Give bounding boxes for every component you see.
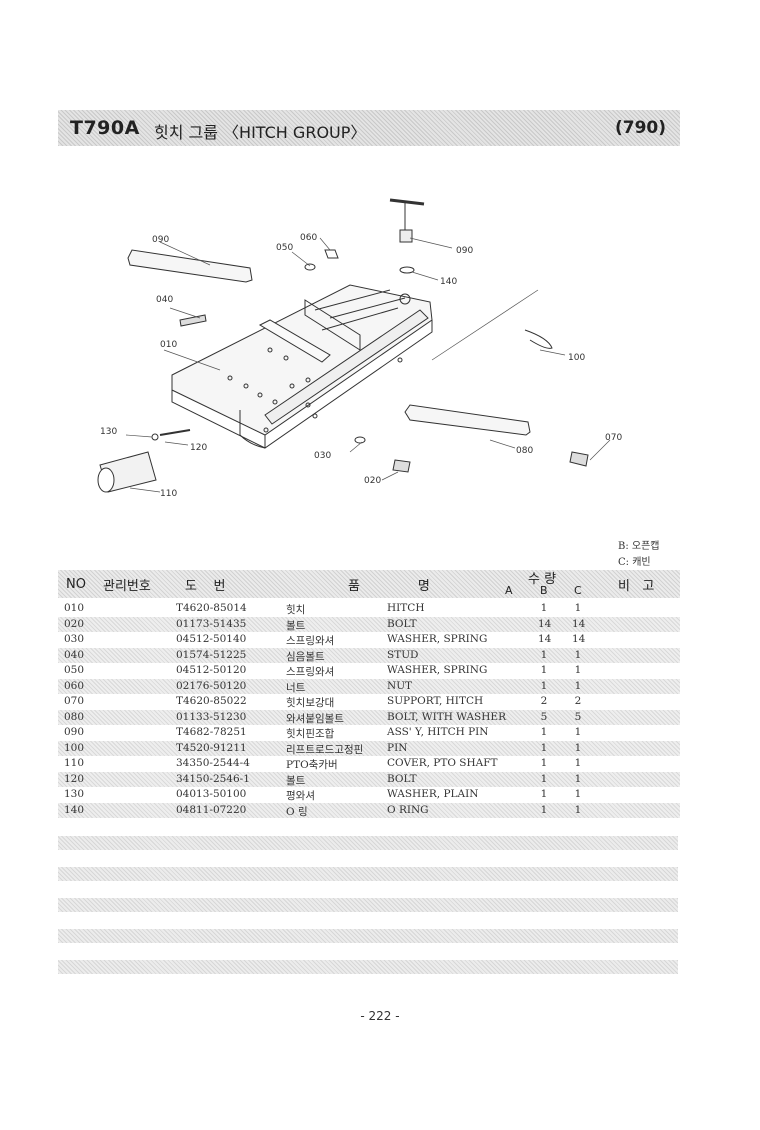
hitch-frame: [171, 284, 433, 436]
callout-100: 100: [568, 353, 585, 363]
page-number: - 222 -: [360, 1009, 400, 1023]
header-qty-a: A: [505, 584, 513, 597]
empty-row-band: [58, 898, 678, 912]
callout-030: 030: [314, 451, 331, 461]
callout-120: 120: [190, 443, 207, 453]
empty-row-band: [58, 960, 678, 974]
header-mgmt-no: 관리번호: [103, 579, 151, 594]
hitch-support-070: [404, 404, 531, 436]
callout-090-left: 090: [152, 235, 169, 245]
callout-020: 020: [364, 476, 381, 486]
empty-row-band: [58, 929, 678, 943]
legend-b: B: 오픈캡: [618, 541, 660, 552]
header-no: NO: [66, 577, 86, 592]
model-code: T790A: [70, 117, 140, 139]
callout-050: 050: [276, 243, 293, 253]
parts-table-header: NO 관리번호 도 번 품 명 수 량 A B C 비 고: [58, 570, 680, 598]
section-title: 힛치 그룹 〈HITCH GROUP〉: [154, 123, 367, 142]
callout-140: 140: [440, 277, 457, 287]
header-remarks: 비 고: [618, 579, 655, 594]
section-header: T790A 힛치 그룹 〈HITCH GROUP〉 (790): [58, 110, 680, 146]
header-quantity: 수 량: [528, 572, 557, 587]
section-page-code: (790): [614, 118, 666, 138]
callout-040: 040: [156, 295, 173, 305]
callout-060: 060: [300, 233, 317, 243]
callout-110: 110: [160, 489, 177, 499]
callout-010: 010: [160, 340, 177, 350]
hitch-support-090: [127, 249, 253, 283]
header-qty-b: B: [540, 584, 548, 597]
callout-070: 080: [516, 446, 533, 456]
header-part-name: 품 명: [348, 579, 430, 594]
empty-row-band: [58, 836, 678, 850]
callout-080: 070: [605, 433, 622, 443]
callout-090: 090: [456, 246, 473, 256]
header-drawing-no: 도 번: [185, 579, 226, 594]
exploded-parts-diagram: 090 050 060 090 140 040 010 100 070 080 …: [97, 198, 622, 499]
header-qty-c: C: [574, 584, 582, 597]
legend-c: C: 캐빈: [618, 557, 651, 568]
callout-130: 130: [100, 427, 117, 437]
empty-row-band: [58, 867, 678, 881]
